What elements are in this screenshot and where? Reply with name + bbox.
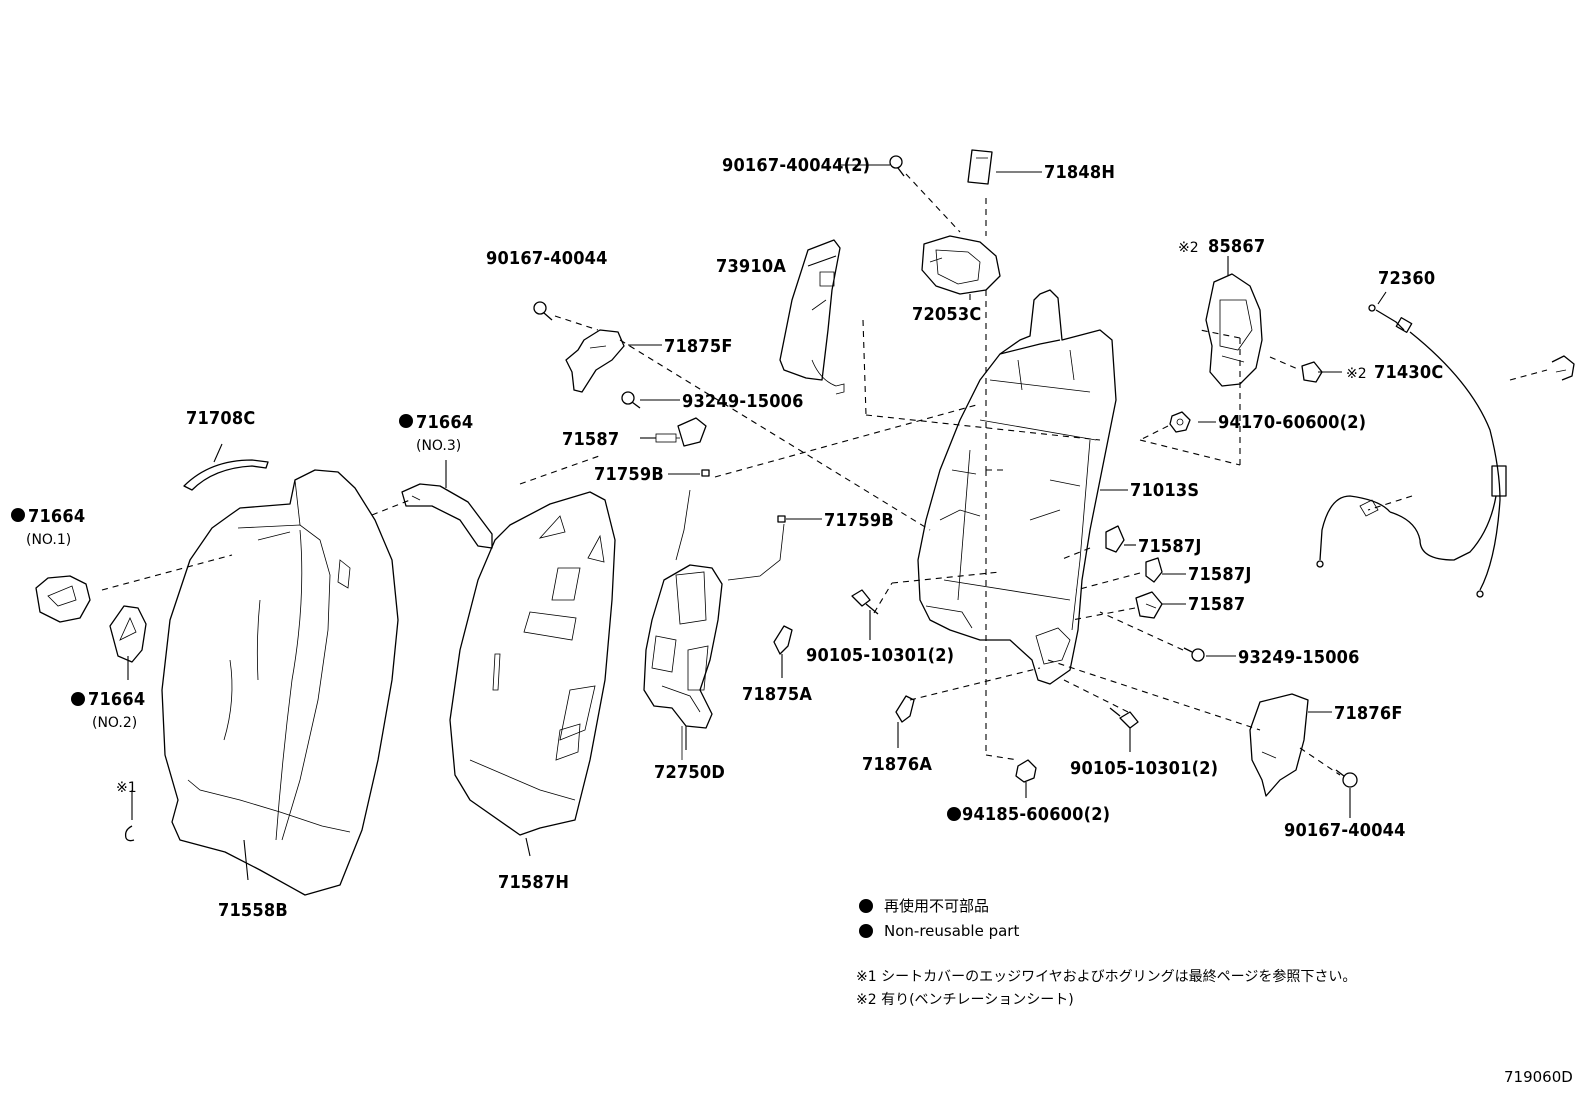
legend-line-2: Non-reusable part <box>884 922 1019 940</box>
label-94170: 94170-60600(2) <box>1218 412 1366 433</box>
leader-lines <box>127 164 1387 881</box>
label-90167-top: 90167-40044(2) <box>722 155 870 176</box>
label-71587H: 71587H <box>498 872 569 893</box>
label-90105-b: 90105-10301(2) <box>1070 758 1218 779</box>
label-73910A: 73910A <box>716 256 786 277</box>
label-72053C: 72053C <box>912 304 981 325</box>
cable-clip <box>1551 355 1575 381</box>
part-85867 <box>1205 273 1263 387</box>
label-71587J-b: 71587J <box>1188 564 1252 585</box>
seat-frame-71013S <box>917 289 1117 685</box>
label-71708C: 71708C <box>186 408 255 429</box>
label-71558B: 71558B <box>218 900 288 921</box>
part-71759B-b <box>777 515 786 523</box>
part-71875F <box>565 329 625 393</box>
screw-90167-top <box>889 155 905 177</box>
label-71587-b: 71587 <box>1188 594 1245 615</box>
label-71587-a: 71587 <box>562 429 619 450</box>
label-90105-a: 90105-10301(2) <box>806 645 954 666</box>
legend: 再使用不可部品 Non-reusable part <box>859 897 1019 940</box>
notes: ※1 シートカバーのエッジワイヤおよびホグリングは最終ページを参照下さい。 ※2… <box>856 968 1356 1008</box>
label-90167-mid: 90167-40044 <box>486 248 608 269</box>
label-71664-no3: 71664 <box>416 412 473 433</box>
part-71875A <box>773 625 793 655</box>
part-71587J-b <box>1145 557 1163 583</box>
label-71875F: 71875F <box>664 336 733 357</box>
screw-90167-bot <box>1335 769 1358 788</box>
nut-94185 <box>1015 759 1037 783</box>
label-71430C: 71430C <box>1374 362 1443 383</box>
label-72750D: 72750D <box>654 762 725 783</box>
part-71664-no2 <box>109 605 147 663</box>
label-71013S: 71013S <box>1130 480 1199 501</box>
label-90167-bot: 90167-40044 <box>1284 820 1406 841</box>
bolt-90105-b <box>1109 707 1139 729</box>
label-71664-no2: 71664 <box>88 689 145 710</box>
legend-marker-1 <box>859 899 873 913</box>
label-85867: 85867 <box>1208 236 1265 257</box>
label-71664-no3-sub: (NO.3) <box>416 438 461 454</box>
part-71430C <box>1301 361 1323 383</box>
part-labels: 90167-40044(2) 71848H 72053C 90167-40044… <box>26 155 1443 921</box>
seat-pad-71587H <box>449 491 616 836</box>
label-93249-b: 93249-15006 <box>1238 647 1360 668</box>
part-71708C <box>183 459 269 491</box>
screw-93249-a <box>621 391 641 409</box>
legend-marker-2 <box>859 924 873 938</box>
non-reusable-markers <box>11 414 961 821</box>
label-71848H: 71848H <box>1044 162 1115 183</box>
nut-94170 <box>1169 411 1191 433</box>
part-71664-no3 <box>401 483 493 549</box>
seat-cover-71558B <box>161 469 399 896</box>
label-71664-no1: 71664 <box>28 506 85 527</box>
label-93249-a: 93249-15006 <box>682 391 804 412</box>
bolt-90105-a <box>851 589 879 615</box>
note-2: ※2 有り(ベンチレーションシート) <box>856 992 1074 1008</box>
part-73910A <box>779 239 845 395</box>
label-71759B-b: 71759B <box>824 510 894 531</box>
label-71664-no1-sub: (NO.1) <box>26 532 71 548</box>
diagram-code: 719060D <box>1504 1068 1573 1086</box>
part-72750D <box>643 489 785 760</box>
label-94185: 94185-60600(2) <box>962 804 1110 825</box>
part-71664-no1 <box>35 575 91 623</box>
label-72360: 72360 <box>1378 268 1435 289</box>
part-71759B-a <box>701 469 710 477</box>
part-72053C <box>921 235 1001 295</box>
label-note1-mark: ※1 <box>116 780 137 796</box>
part-71587-b <box>1135 591 1163 619</box>
note-1: ※1 シートカバーのエッジワイヤおよびホグリングは最終ページを参照下さい。 <box>856 968 1356 985</box>
legend-line-1: 再使用不可部品 <box>884 897 989 915</box>
label-71876F: 71876F <box>1334 703 1403 724</box>
note1-clip-symbol <box>124 825 135 842</box>
label-71875A: 71875A <box>742 684 812 705</box>
part-71848H <box>967 149 993 185</box>
label-71587J-a: 71587J <box>1138 536 1202 557</box>
label-85867-mark: ※2 <box>1178 240 1199 256</box>
part-71587-a <box>655 417 707 447</box>
part-71876A <box>895 695 915 723</box>
part-71876F <box>1249 693 1309 797</box>
part-72360-cable <box>1316 304 1507 598</box>
label-71876A: 71876A <box>862 754 932 775</box>
assembly-dashed-lines <box>101 173 1548 776</box>
screw-93249-b <box>1183 647 1205 662</box>
label-71759B-a: 71759B <box>594 464 664 485</box>
screw-90167-mid <box>533 301 553 321</box>
part-71587J-a <box>1105 525 1125 553</box>
label-71430C-mark: ※2 <box>1346 366 1367 382</box>
label-71664-no2-sub: (NO.2) <box>92 715 137 731</box>
